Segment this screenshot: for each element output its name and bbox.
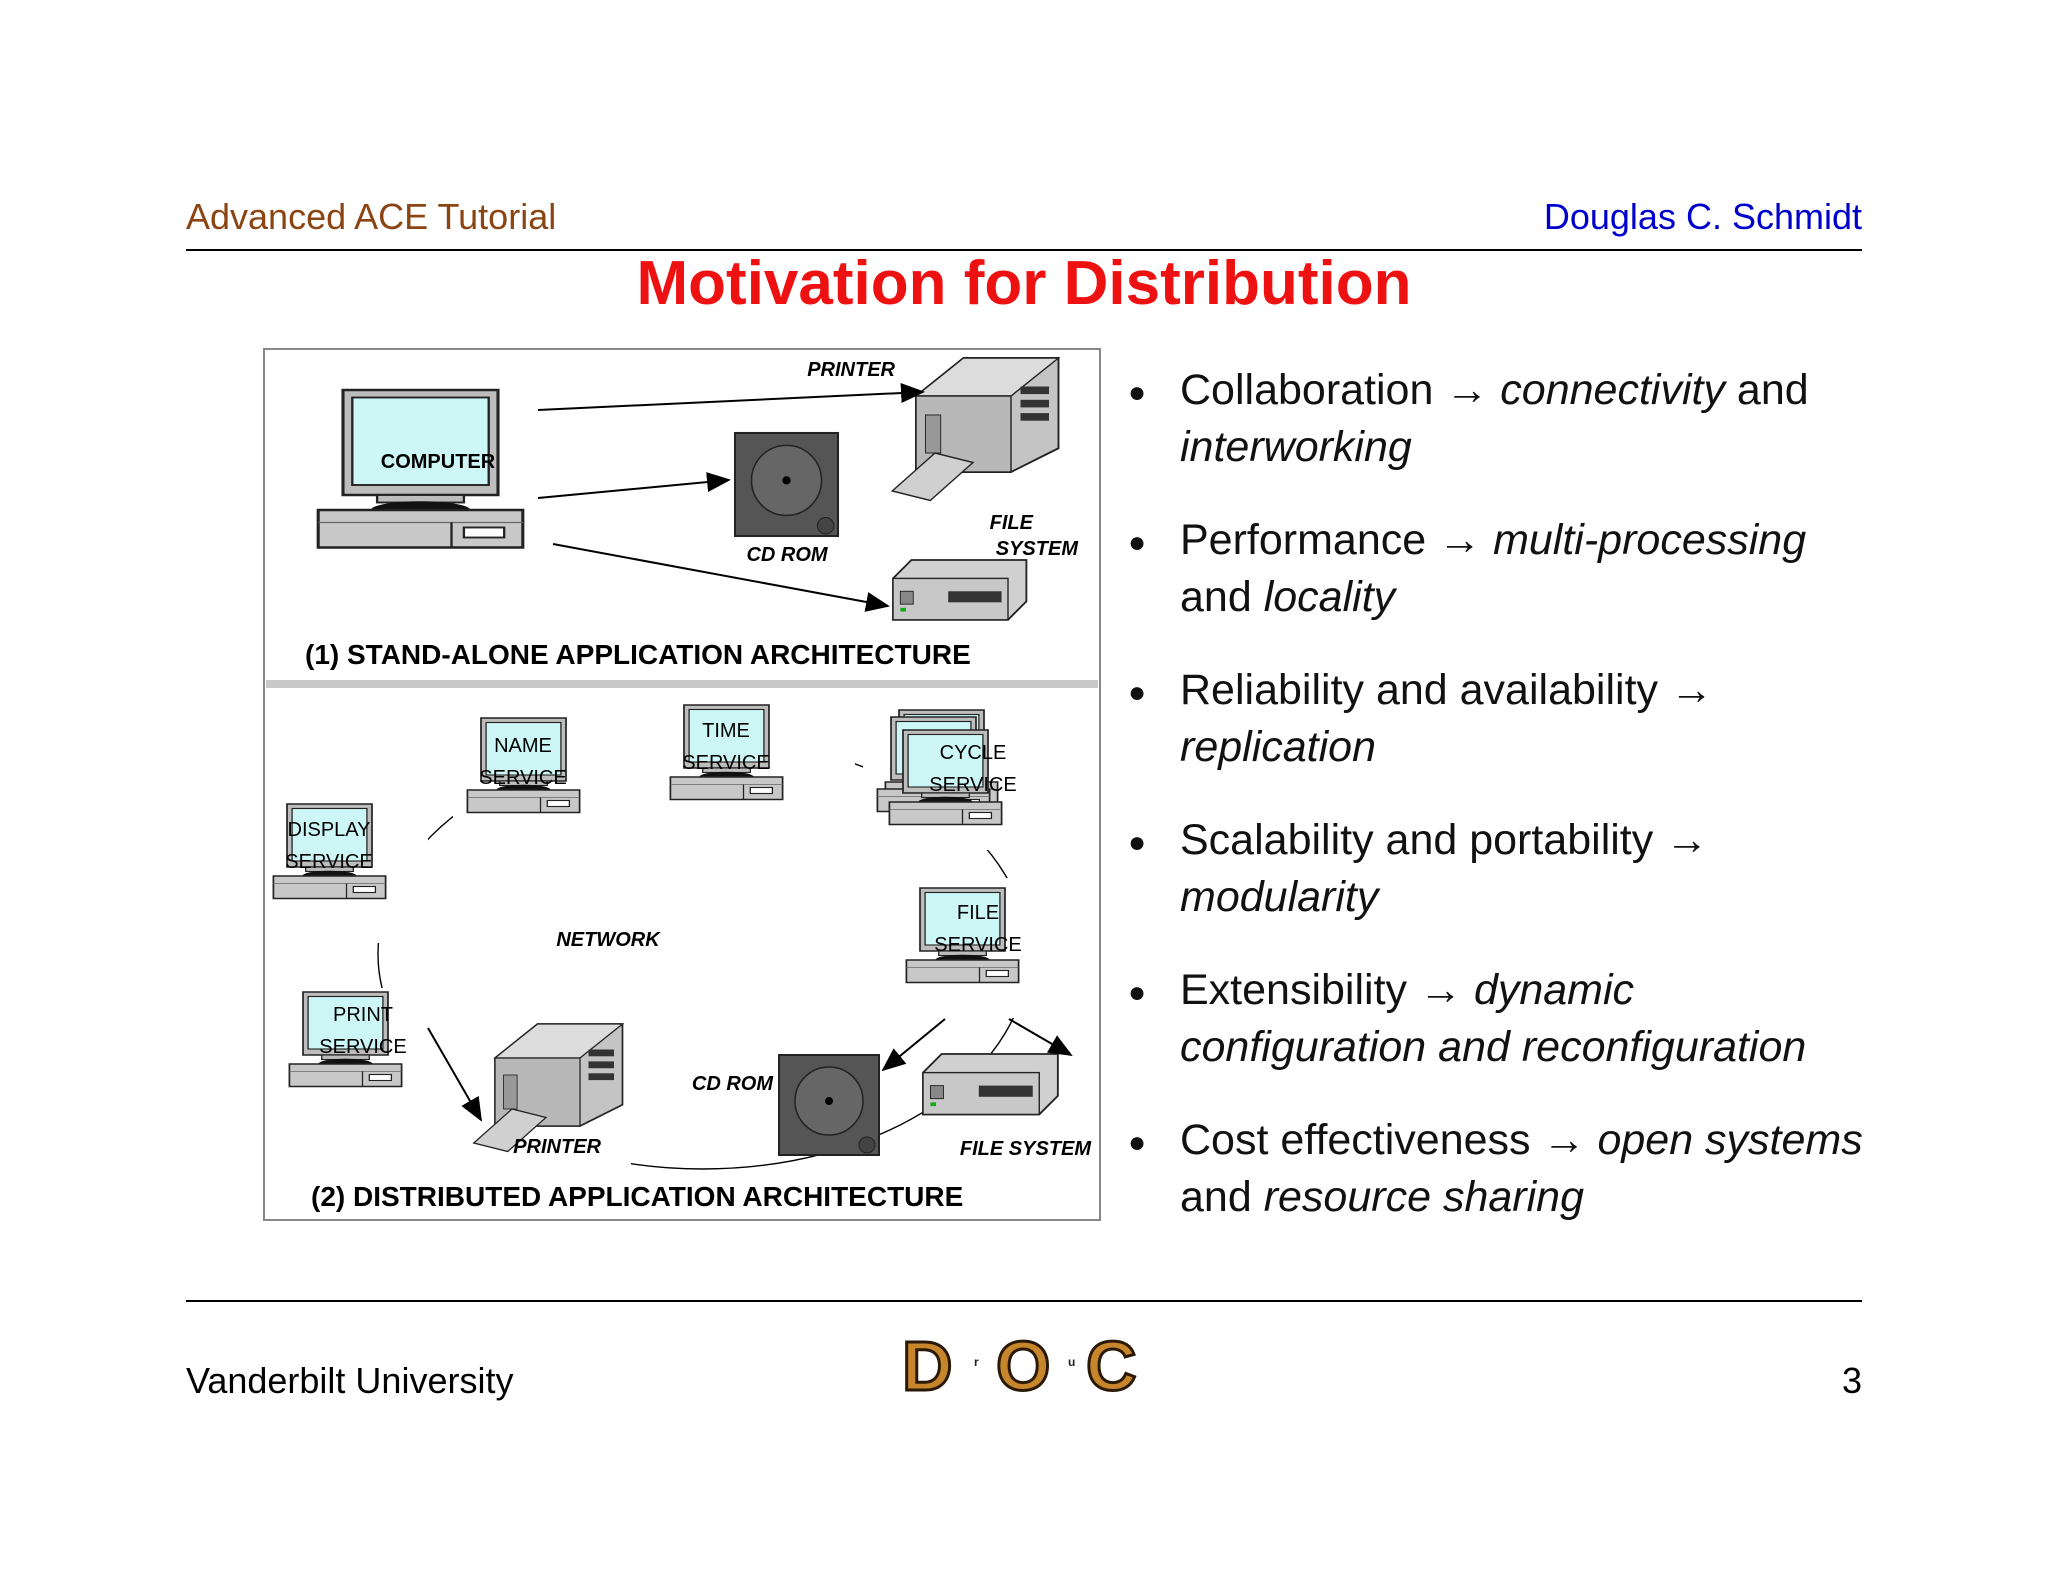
cycle-service-node: CYCLE SERVICE	[863, 709, 1063, 850]
slide-title: Motivation for Distribution	[636, 249, 1412, 318]
cdrom-label: CD ROM	[746, 544, 828, 566]
network-label: NETWORK	[556, 929, 661, 951]
distributed-printer-label: PRINTER	[513, 1136, 601, 1158]
printer-label: PRINTER	[807, 359, 895, 381]
bullet-reliability: Reliability and availability → replicati…	[1128, 662, 1888, 776]
standalone-printer: PRINTER	[807, 357, 1060, 502]
display-service-label-2: SERVICE	[285, 851, 372, 873]
logo-small-r: r	[974, 1355, 979, 1369]
name-service-label-1: NAME	[494, 735, 552, 757]
arrow-print-to-printer	[427, 1027, 482, 1122]
bullet-performance: Performance → multi-processing and local…	[1128, 512, 1888, 626]
file-service-label-2: SERVICE	[934, 934, 1021, 956]
print-service-label-2: SERVICE	[319, 1036, 406, 1058]
time-service-label-1: TIME	[702, 720, 750, 742]
distributed-printer: PRINTER	[431, 1020, 631, 1170]
arrow-to-cdrom	[537, 472, 731, 499]
cycle-service-label-2: SERVICE	[929, 774, 1016, 796]
name-service-label-2: SERVICE	[479, 767, 566, 789]
logo-small-u: u	[1068, 1355, 1075, 1369]
bullet-scalability: Scalability and portability → modularity	[1128, 812, 1888, 926]
motivation-list: Collaboration → connectivity and interwo…	[1128, 362, 1888, 1262]
distributed-cdrom-label: CD ROM	[692, 1073, 774, 1095]
time-service-node: TIME SERVICE	[655, 704, 855, 834]
section-divider	[266, 680, 1098, 688]
file-service-node: FILE SERVICE	[903, 878, 1083, 1018]
header-author: Douglas C. Schmidt	[1543, 196, 1862, 237]
computer-label: COMPUTER	[381, 451, 496, 473]
arrow-to-file-system	[552, 543, 890, 612]
arrow-to-printer	[537, 383, 925, 411]
bullet-cost-effectiveness: Cost effectiveness → open systems and re…	[1128, 1112, 1888, 1226]
print-service-label-1: PRINT	[333, 1004, 393, 1026]
header-course-title: Advanced ACE Tutorial	[186, 196, 557, 237]
bullet-collaboration: Collaboration → connectivity and interwo…	[1128, 362, 1888, 476]
name-service-node: NAME SERVICE	[453, 717, 663, 856]
file-system-label-1: FILE	[990, 512, 1034, 534]
footer-university: Vanderbilt University	[186, 1360, 514, 1401]
display-service-node: DISPLAY SERVICE	[268, 803, 428, 943]
page-number: 3	[1841, 1360, 1862, 1401]
footer-divider	[186, 1300, 1862, 1302]
standalone-cdrom: CD ROM	[733, 431, 840, 566]
file-service-label-1: FILE	[957, 902, 999, 924]
doc-group-logo: D O C g r u p	[901, 1326, 1139, 1403]
arrow-file-to-file-system	[1008, 1018, 1073, 1057]
standalone-computer: COMPUTER	[316, 388, 525, 550]
distributed-file-system-label: FILE SYSTEM	[960, 1138, 1092, 1160]
distributed-caption: (2) DISTRIBUTED APPLICATION ARCHITECTURE	[311, 1181, 963, 1212]
cycle-service-label-1: CYCLE	[940, 742, 1007, 764]
bullet-extensibility: Extensibility → dynamic configuration an…	[1128, 962, 1888, 1076]
logo-letter-o: O	[996, 1327, 1050, 1402]
distributed-file-system: FILE SYSTEM	[922, 1053, 1092, 1160]
distributed-cdrom: CD ROM	[692, 1054, 880, 1156]
display-service-label-1: DISPLAY	[288, 819, 371, 841]
standalone-file-system: FILE SYSTEM	[892, 512, 1080, 621]
standalone-caption: (1) STAND-ALONE APPLICATION ARCHITECTURE	[305, 639, 971, 670]
logo-small-g: g	[918, 1361, 927, 1377]
logo-letter-d: D	[902, 1327, 953, 1402]
file-system-label-2: SYSTEM	[996, 538, 1080, 560]
arrow-file-to-cdrom	[881, 1018, 946, 1072]
logo-small-p: p	[1118, 1357, 1127, 1373]
architecture-diagram: COMPUTER PRINTER CD ROM FILE SYSTEM (1) …	[263, 348, 1101, 1221]
logo-letter-c: C	[1086, 1327, 1137, 1402]
time-service-label-2: SERVICE	[682, 752, 769, 774]
header-divider	[186, 249, 1862, 251]
print-service-node: PRINT SERVICE	[283, 988, 443, 1128]
